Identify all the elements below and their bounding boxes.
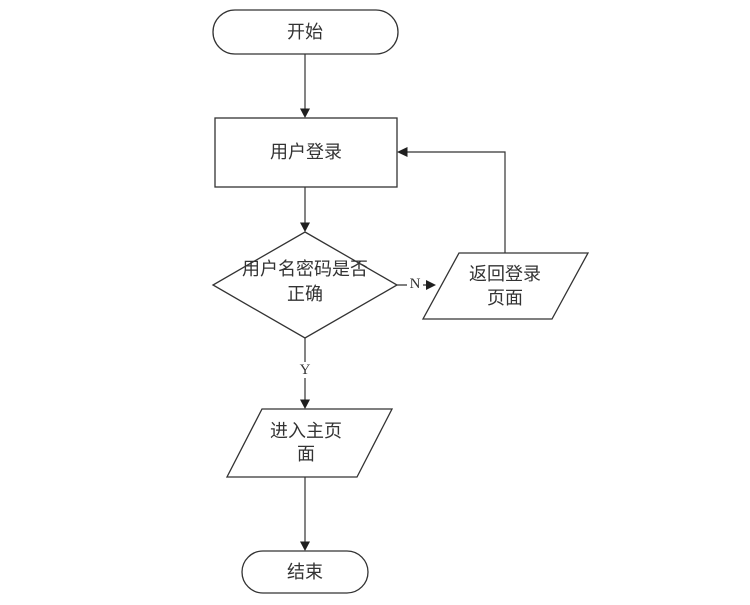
main-page-label-line1: 进入主页 [270,421,342,441]
main-page-label-line2: 面 [297,444,315,464]
login-node [214,117,398,188]
arrowhead-main-to-end [300,541,310,551]
return-login-node [421,252,590,320]
no-label: N [410,276,421,292]
yes-label-background [298,362,312,378]
arrowhead-login-to-decision [300,222,310,232]
arrowhead-decision-no [426,280,436,290]
login-node-label: 用户登录 [270,142,342,162]
decision-label-line1: 用户名密码是否 [242,259,368,279]
start-node-label: 开始 [287,22,323,42]
arrowhead-decision-yes [300,399,310,409]
arrowhead-return-to-login [397,147,408,157]
return-login-label-line1: 返回登录 [469,264,541,284]
yes-label: Y [300,362,311,378]
no-label-background [407,277,423,292]
end-node [241,550,369,594]
main-page-node [225,408,394,478]
arrowhead-start-to-login [300,108,310,118]
decision-label-line2: 正确 [287,284,323,304]
return-login-label-line2: 页面 [487,288,523,308]
edge-return-to-login [407,151,506,253]
end-node-label: 结束 [287,562,323,582]
